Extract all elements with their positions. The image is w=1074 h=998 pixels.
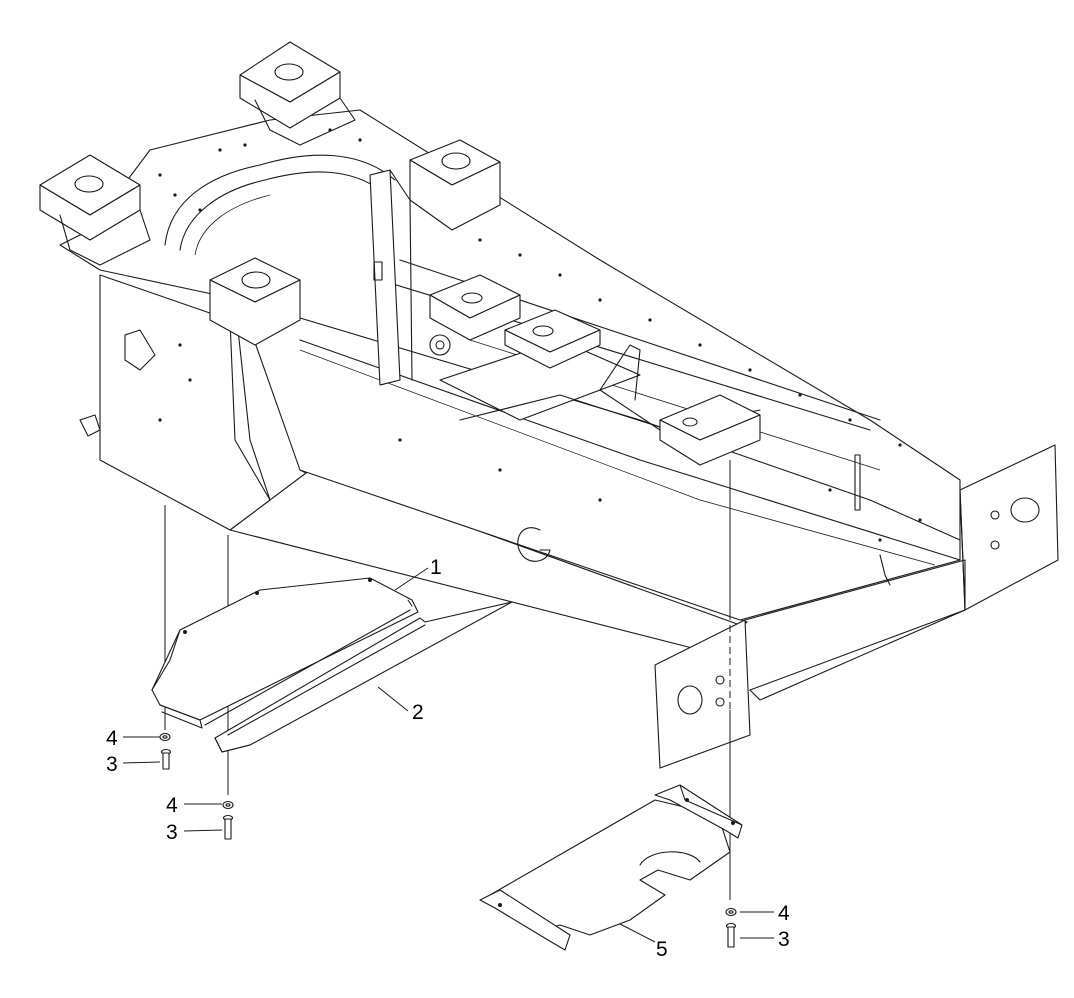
washer-4c bbox=[725, 907, 737, 917]
callout-part-5: 5 bbox=[656, 938, 668, 961]
callout-part-4-middle: 4 bbox=[166, 794, 178, 817]
washer-4a bbox=[159, 732, 171, 742]
callout-part-3-left: 3 bbox=[106, 753, 118, 776]
frame-holes bbox=[158, 128, 922, 542]
callout-labels: 1 2 4 3 4 3 4 3 5 bbox=[106, 556, 790, 961]
main-frame bbox=[39, 41, 1059, 769]
bolt-3b bbox=[222, 814, 234, 840]
part-1-cover-plate bbox=[151, 577, 419, 729]
callout-part-4-right: 4 bbox=[778, 902, 790, 925]
callout-part-2: 2 bbox=[412, 701, 424, 724]
callout-part-3-right: 3 bbox=[778, 928, 790, 951]
callout-leaders bbox=[122, 567, 774, 943]
part-5-lower-cover bbox=[479, 784, 743, 951]
fasteners bbox=[159, 732, 737, 948]
bolt-3a bbox=[160, 748, 172, 770]
callout-part-4-left: 4 bbox=[106, 727, 118, 750]
washer-4b bbox=[222, 800, 234, 810]
bolt-3c bbox=[725, 922, 737, 948]
part-2-guard-strip bbox=[204, 601, 513, 753]
callout-part-3-middle: 3 bbox=[166, 821, 178, 844]
callout-part-1: 1 bbox=[430, 556, 442, 579]
